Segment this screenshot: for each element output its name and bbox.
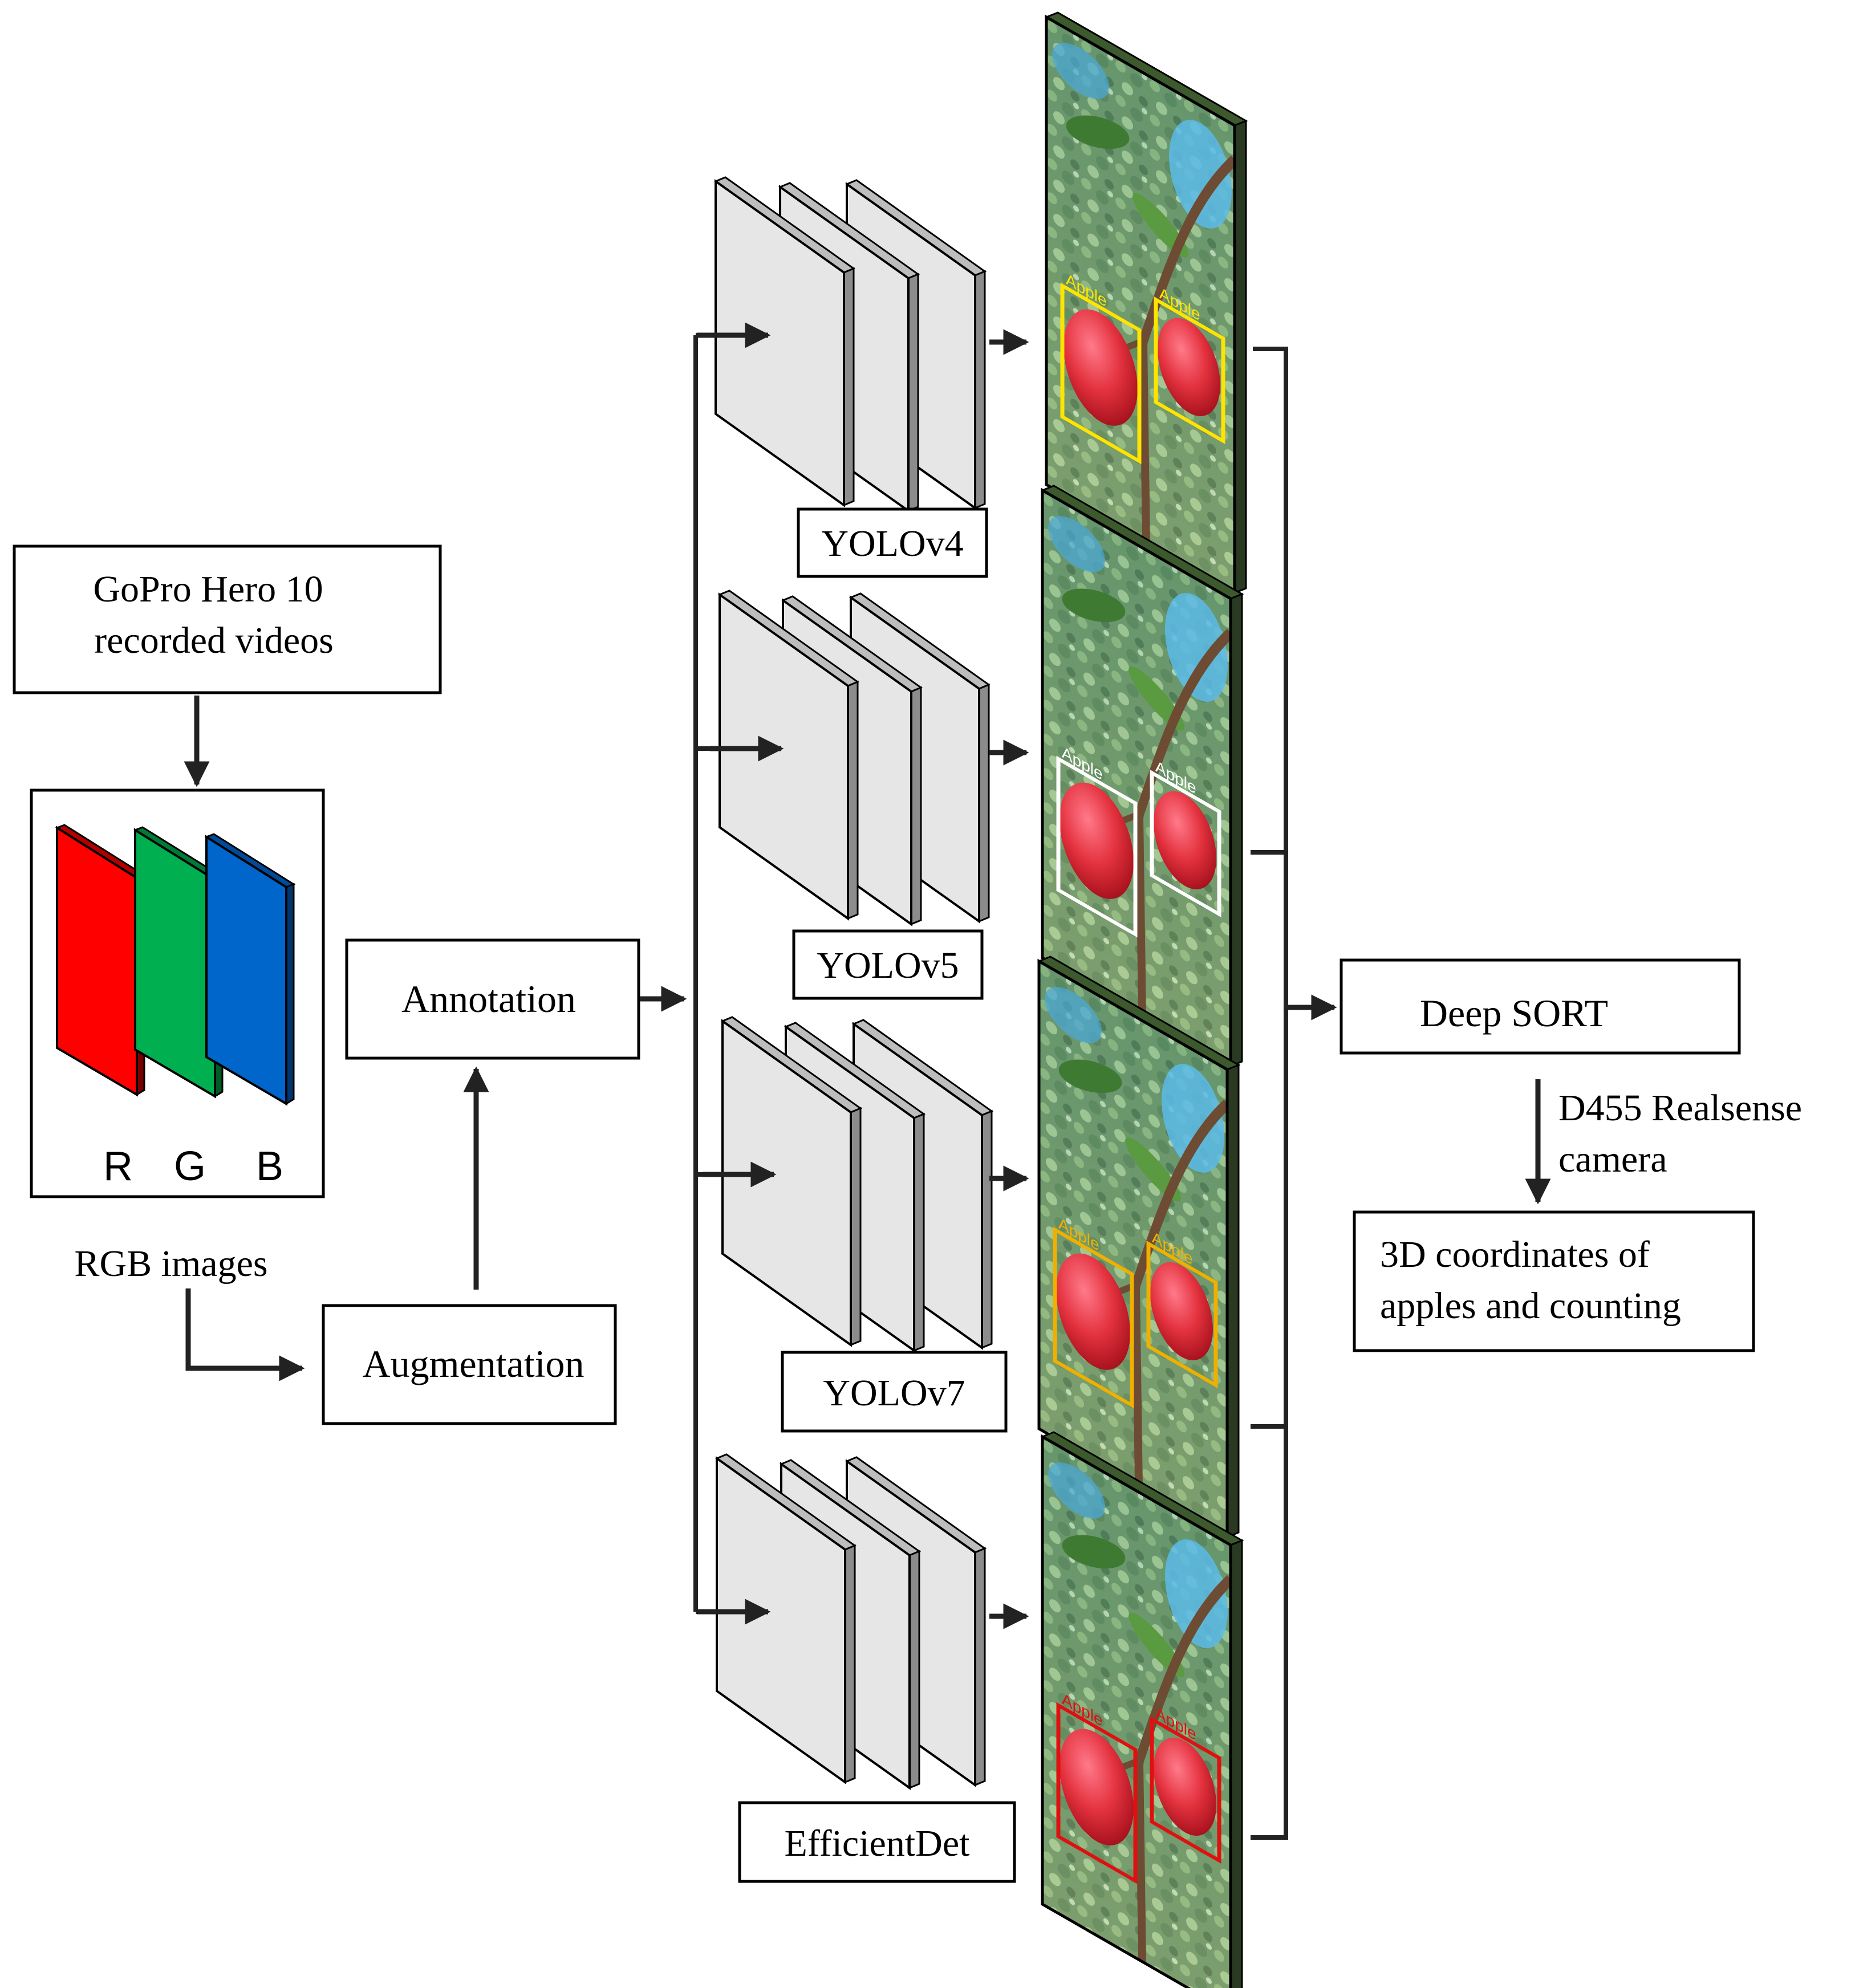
channel-label-r: R xyxy=(103,1144,133,1189)
annotation-box: Annotation xyxy=(345,938,640,1060)
channel-label-g: G xyxy=(174,1144,206,1189)
augmentation-box: Augmentation xyxy=(322,1304,617,1425)
rgb-channels-box: R G B xyxy=(30,788,325,1198)
network-layers xyxy=(715,1453,987,1790)
deep-sort-box-frame xyxy=(1340,958,1741,1055)
camera-label-line-2: camera xyxy=(1558,1139,1667,1180)
model-name: YOLOv4 xyxy=(821,523,963,564)
source-line-2: recorded videos xyxy=(94,620,334,661)
network-layers xyxy=(720,1016,994,1353)
source-line-1: GoPro Hero 10 xyxy=(93,568,323,610)
arrow-rgb-to-augmentation xyxy=(185,1288,305,1381)
output-line-1: 3D coordinates of xyxy=(1380,1234,1650,1275)
model-label-yolov4: YOLOv4 xyxy=(797,507,988,578)
annotation-box-frame xyxy=(345,938,640,1060)
results-collector xyxy=(1251,347,1337,1840)
augmentation-box-frame xyxy=(322,1304,617,1425)
channel-label-b: B xyxy=(256,1144,283,1189)
model-label-efficientdet: EfficientDet xyxy=(738,1801,1016,1883)
rgb-images-caption: RGB images xyxy=(74,1243,267,1284)
camera-label-line-1: D455 Realsense xyxy=(1558,1087,1802,1129)
model-name: YOLOv7 xyxy=(823,1372,965,1414)
annotation-label: Annotation xyxy=(401,977,576,1021)
network-layers xyxy=(717,590,991,926)
output-line-2: apples and counting xyxy=(1380,1285,1681,1327)
deep-sort-box: Deep SORT xyxy=(1340,958,1741,1055)
source-box-frame xyxy=(13,544,442,694)
model-label-yolov5: YOLOv5 xyxy=(792,929,984,1000)
network-layers xyxy=(713,176,987,513)
model-label-yolov7: YOLOv7 xyxy=(781,1351,1008,1433)
deep-sort-label: Deep SORT xyxy=(1420,991,1608,1035)
augmentation-label: Augmentation xyxy=(362,1342,584,1385)
output-box-frame xyxy=(1353,1210,1755,1352)
model-name: YOLOv5 xyxy=(817,945,959,986)
blue-channel-plane xyxy=(204,833,296,1106)
output-box: 3D coordinates of apples and counting xyxy=(1353,1210,1755,1352)
source-video-box: GoPro Hero 10 recorded videos xyxy=(13,544,442,694)
model-name: EfficientDet xyxy=(785,1823,970,1864)
